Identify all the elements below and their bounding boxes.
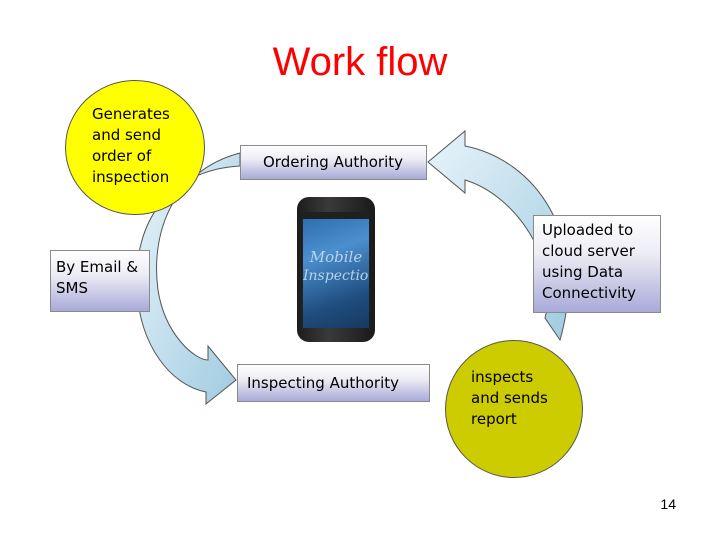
generates-text: Generates and send order of inspection [92, 104, 170, 188]
ordering-authority-box: Ordering Authority [240, 145, 427, 180]
forward-arrow [136, 152, 241, 406]
uploaded-line-3: using Data [542, 263, 624, 281]
slide-title: Work flow [272, 40, 448, 84]
inspects-line-2: and sends [471, 389, 548, 407]
inspecting-authority-box: Inspecting Authority [237, 364, 430, 402]
by-email-line-2: SMS [56, 279, 88, 297]
uploaded-line-1: Uploaded to [542, 221, 634, 239]
generates-line-2: and send [92, 126, 162, 144]
uploaded-line-2: cloud server [542, 242, 635, 260]
phone-screen: Mobile Inspection [303, 212, 369, 328]
inspects-text: inspects and sends report [471, 367, 548, 430]
inspects-circle [445, 340, 583, 478]
generates-circle [65, 80, 205, 215]
mobile-phone-image: Mobile Inspection [297, 197, 375, 342]
phone-status-bar [303, 212, 369, 219]
by-email-box: By Email & SMS [50, 250, 150, 312]
by-email-line-1: By Email & [56, 258, 139, 276]
uploaded-line-4: Connectivity [542, 284, 636, 302]
generates-line-1: Generates [92, 105, 170, 123]
generates-line-4: inspection [92, 168, 170, 186]
generates-line-3: order of [92, 147, 152, 165]
phone-mobile-label: Mobile [309, 248, 363, 266]
inspects-line-3: report [471, 410, 517, 428]
uploaded-box: Uploaded to cloud server using Data Conn… [533, 215, 661, 313]
inspects-line-1: inspects [471, 368, 534, 386]
phone-inspection-label: Inspection [303, 268, 369, 284]
page-number: 14 [660, 496, 676, 512]
